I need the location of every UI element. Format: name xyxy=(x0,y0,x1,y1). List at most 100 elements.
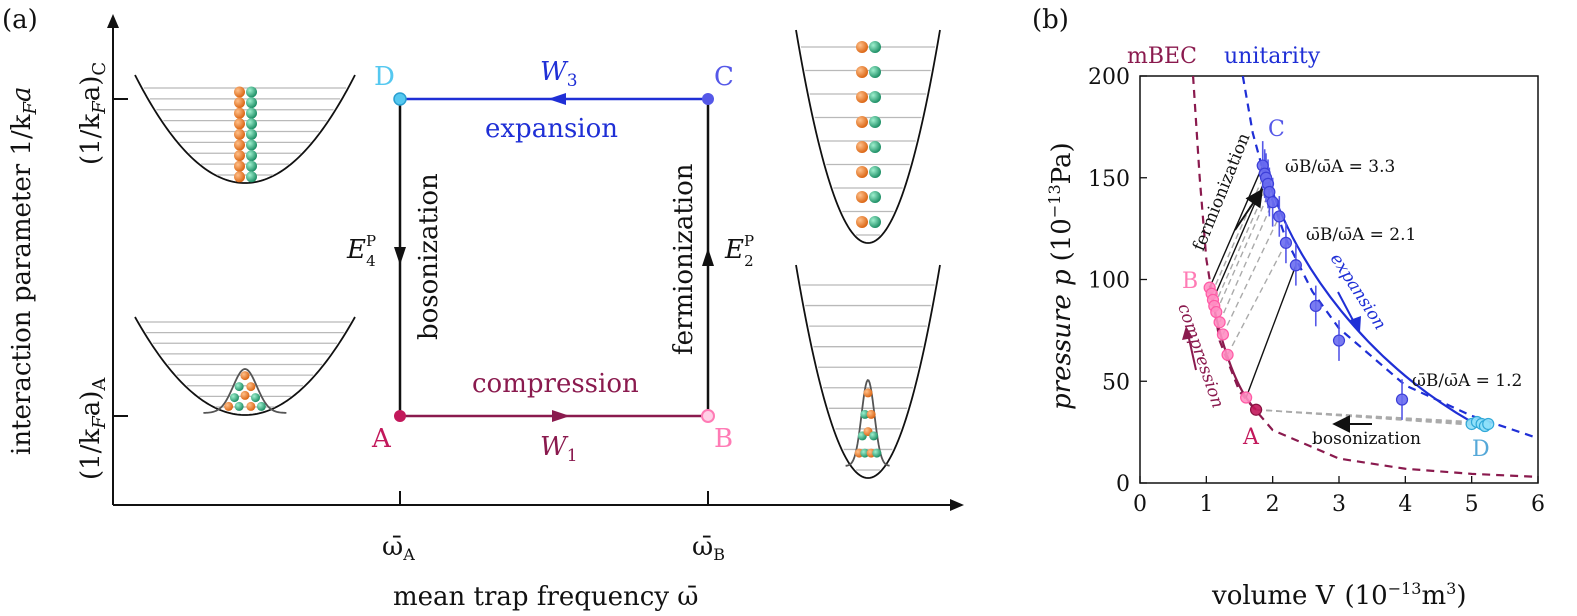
fermion-green xyxy=(869,116,881,128)
density-profile xyxy=(845,379,890,467)
fermion-orange xyxy=(863,388,873,398)
compression-arrowhead-b xyxy=(1182,326,1193,340)
tick-label-wB: ω̄B xyxy=(692,532,725,564)
expansion-arrow xyxy=(548,93,566,105)
data-point-C xyxy=(1395,393,1409,406)
fermion-orange xyxy=(856,166,868,178)
fermion-orange xyxy=(234,97,245,109)
connector xyxy=(1245,265,1297,398)
fermion-orange xyxy=(856,41,868,53)
data-point-C xyxy=(1266,196,1279,209)
data-point-C xyxy=(1309,299,1322,313)
tick-label-A: (1/kFa)A xyxy=(76,377,110,480)
point-B-label: B xyxy=(1182,269,1198,294)
data-point-A xyxy=(1249,403,1263,416)
x-axis-label-b: volume V(10−13m3) xyxy=(1211,579,1466,611)
fermion-green xyxy=(251,393,261,403)
y-axis-label: interaction parameter 1/kFa xyxy=(7,86,41,455)
curve-mBEC xyxy=(1191,76,1538,478)
density-profile xyxy=(203,368,287,414)
fermion-green xyxy=(869,166,881,178)
connector xyxy=(1218,201,1274,323)
ratio-annotation-12: ω̄B/ω̄A = 1.2 xyxy=(1412,371,1522,391)
fermion-green xyxy=(869,191,881,203)
fermionization-label: fermionization xyxy=(669,163,699,355)
y-tick-label: 100 xyxy=(1088,269,1130,294)
y-tick-label: 50 xyxy=(1102,370,1130,395)
fermion-green xyxy=(246,150,257,162)
ratio-annotation-33: ω̄B/ω̄A = 3.3 xyxy=(1285,157,1395,177)
fermion-orange xyxy=(234,139,245,151)
fermion-green xyxy=(869,91,881,103)
fermion-green xyxy=(869,41,881,53)
fermion-orange xyxy=(234,128,245,140)
data-point-C xyxy=(1279,236,1293,249)
tick-label-C: (1/kFa)C xyxy=(76,62,110,165)
y-tick-label: 150 xyxy=(1088,167,1130,192)
y-tick-label: 200 xyxy=(1088,65,1130,90)
corner-C-label: C xyxy=(714,62,734,92)
fermion-green xyxy=(234,401,244,411)
compression-arrow xyxy=(552,410,570,422)
expansion-label: expansion xyxy=(485,114,618,144)
fermionization-arrow xyxy=(702,248,714,266)
panel-a: (a) interaction parameter 1/kFa (1/kFa)C… xyxy=(2,5,964,612)
fermion-green xyxy=(872,448,882,458)
fermion-orange xyxy=(856,216,868,228)
connector xyxy=(1210,173,1266,295)
curve-unitarity xyxy=(1241,76,1538,440)
fermion-orange xyxy=(856,91,868,103)
y-tick-label: 0 xyxy=(1116,472,1130,497)
trap-C-illustration xyxy=(795,29,941,244)
fermion-green xyxy=(246,128,257,140)
compression-label: compression xyxy=(472,369,639,399)
x-tick-label: 4 xyxy=(1398,492,1412,517)
data-point-C xyxy=(1263,185,1276,199)
point-C-label: C xyxy=(1268,117,1285,142)
data-point-B xyxy=(1221,348,1234,361)
connector xyxy=(1222,216,1280,335)
data-point-B xyxy=(1213,316,1226,329)
fermion-orange xyxy=(224,401,234,411)
fermion-green xyxy=(246,107,257,119)
connector xyxy=(1256,409,1489,425)
corner-A-marker xyxy=(394,410,406,422)
data-point-B xyxy=(1210,305,1223,319)
fermion-orange xyxy=(240,371,250,381)
fermion-green xyxy=(860,448,870,458)
panel-a-label: (a) xyxy=(2,5,38,35)
x-axis-label: mean trap frequency ω̄ xyxy=(393,582,699,612)
x-tick-label: 5 xyxy=(1465,492,1479,517)
W1-label: W1 xyxy=(540,432,578,466)
corner-B-marker xyxy=(701,409,715,423)
fermion-orange xyxy=(856,191,868,203)
fermion-green xyxy=(234,382,244,392)
legend-unitarity: unitarity xyxy=(1224,44,1321,69)
W3-label: W3 xyxy=(540,57,578,91)
corner-D-label: D xyxy=(374,62,395,92)
data-point-C xyxy=(1332,334,1346,347)
connector xyxy=(1215,191,1270,313)
fermion-orange xyxy=(866,409,876,419)
fermion-orange xyxy=(234,86,245,98)
trap-potential xyxy=(795,29,941,244)
y-axis-arrow xyxy=(107,14,119,28)
data-point-C xyxy=(1273,210,1286,223)
fermion-orange xyxy=(234,171,245,183)
fermion-green xyxy=(869,141,881,153)
fermion-orange xyxy=(240,390,250,400)
x-tick-label: 3 xyxy=(1332,492,1346,517)
trap-B-illustration xyxy=(795,264,941,479)
tick-label-wA: ω̄A xyxy=(382,532,415,564)
fermion-green xyxy=(860,409,870,419)
fermion-orange xyxy=(234,160,245,172)
fermion-green xyxy=(246,171,257,183)
fermion-green xyxy=(246,86,257,98)
bosonization-annotation: bosonization xyxy=(1312,429,1421,449)
fermion-green xyxy=(246,97,257,109)
corner-C-marker xyxy=(702,93,714,105)
fermionization-arrow-b xyxy=(1234,188,1264,231)
